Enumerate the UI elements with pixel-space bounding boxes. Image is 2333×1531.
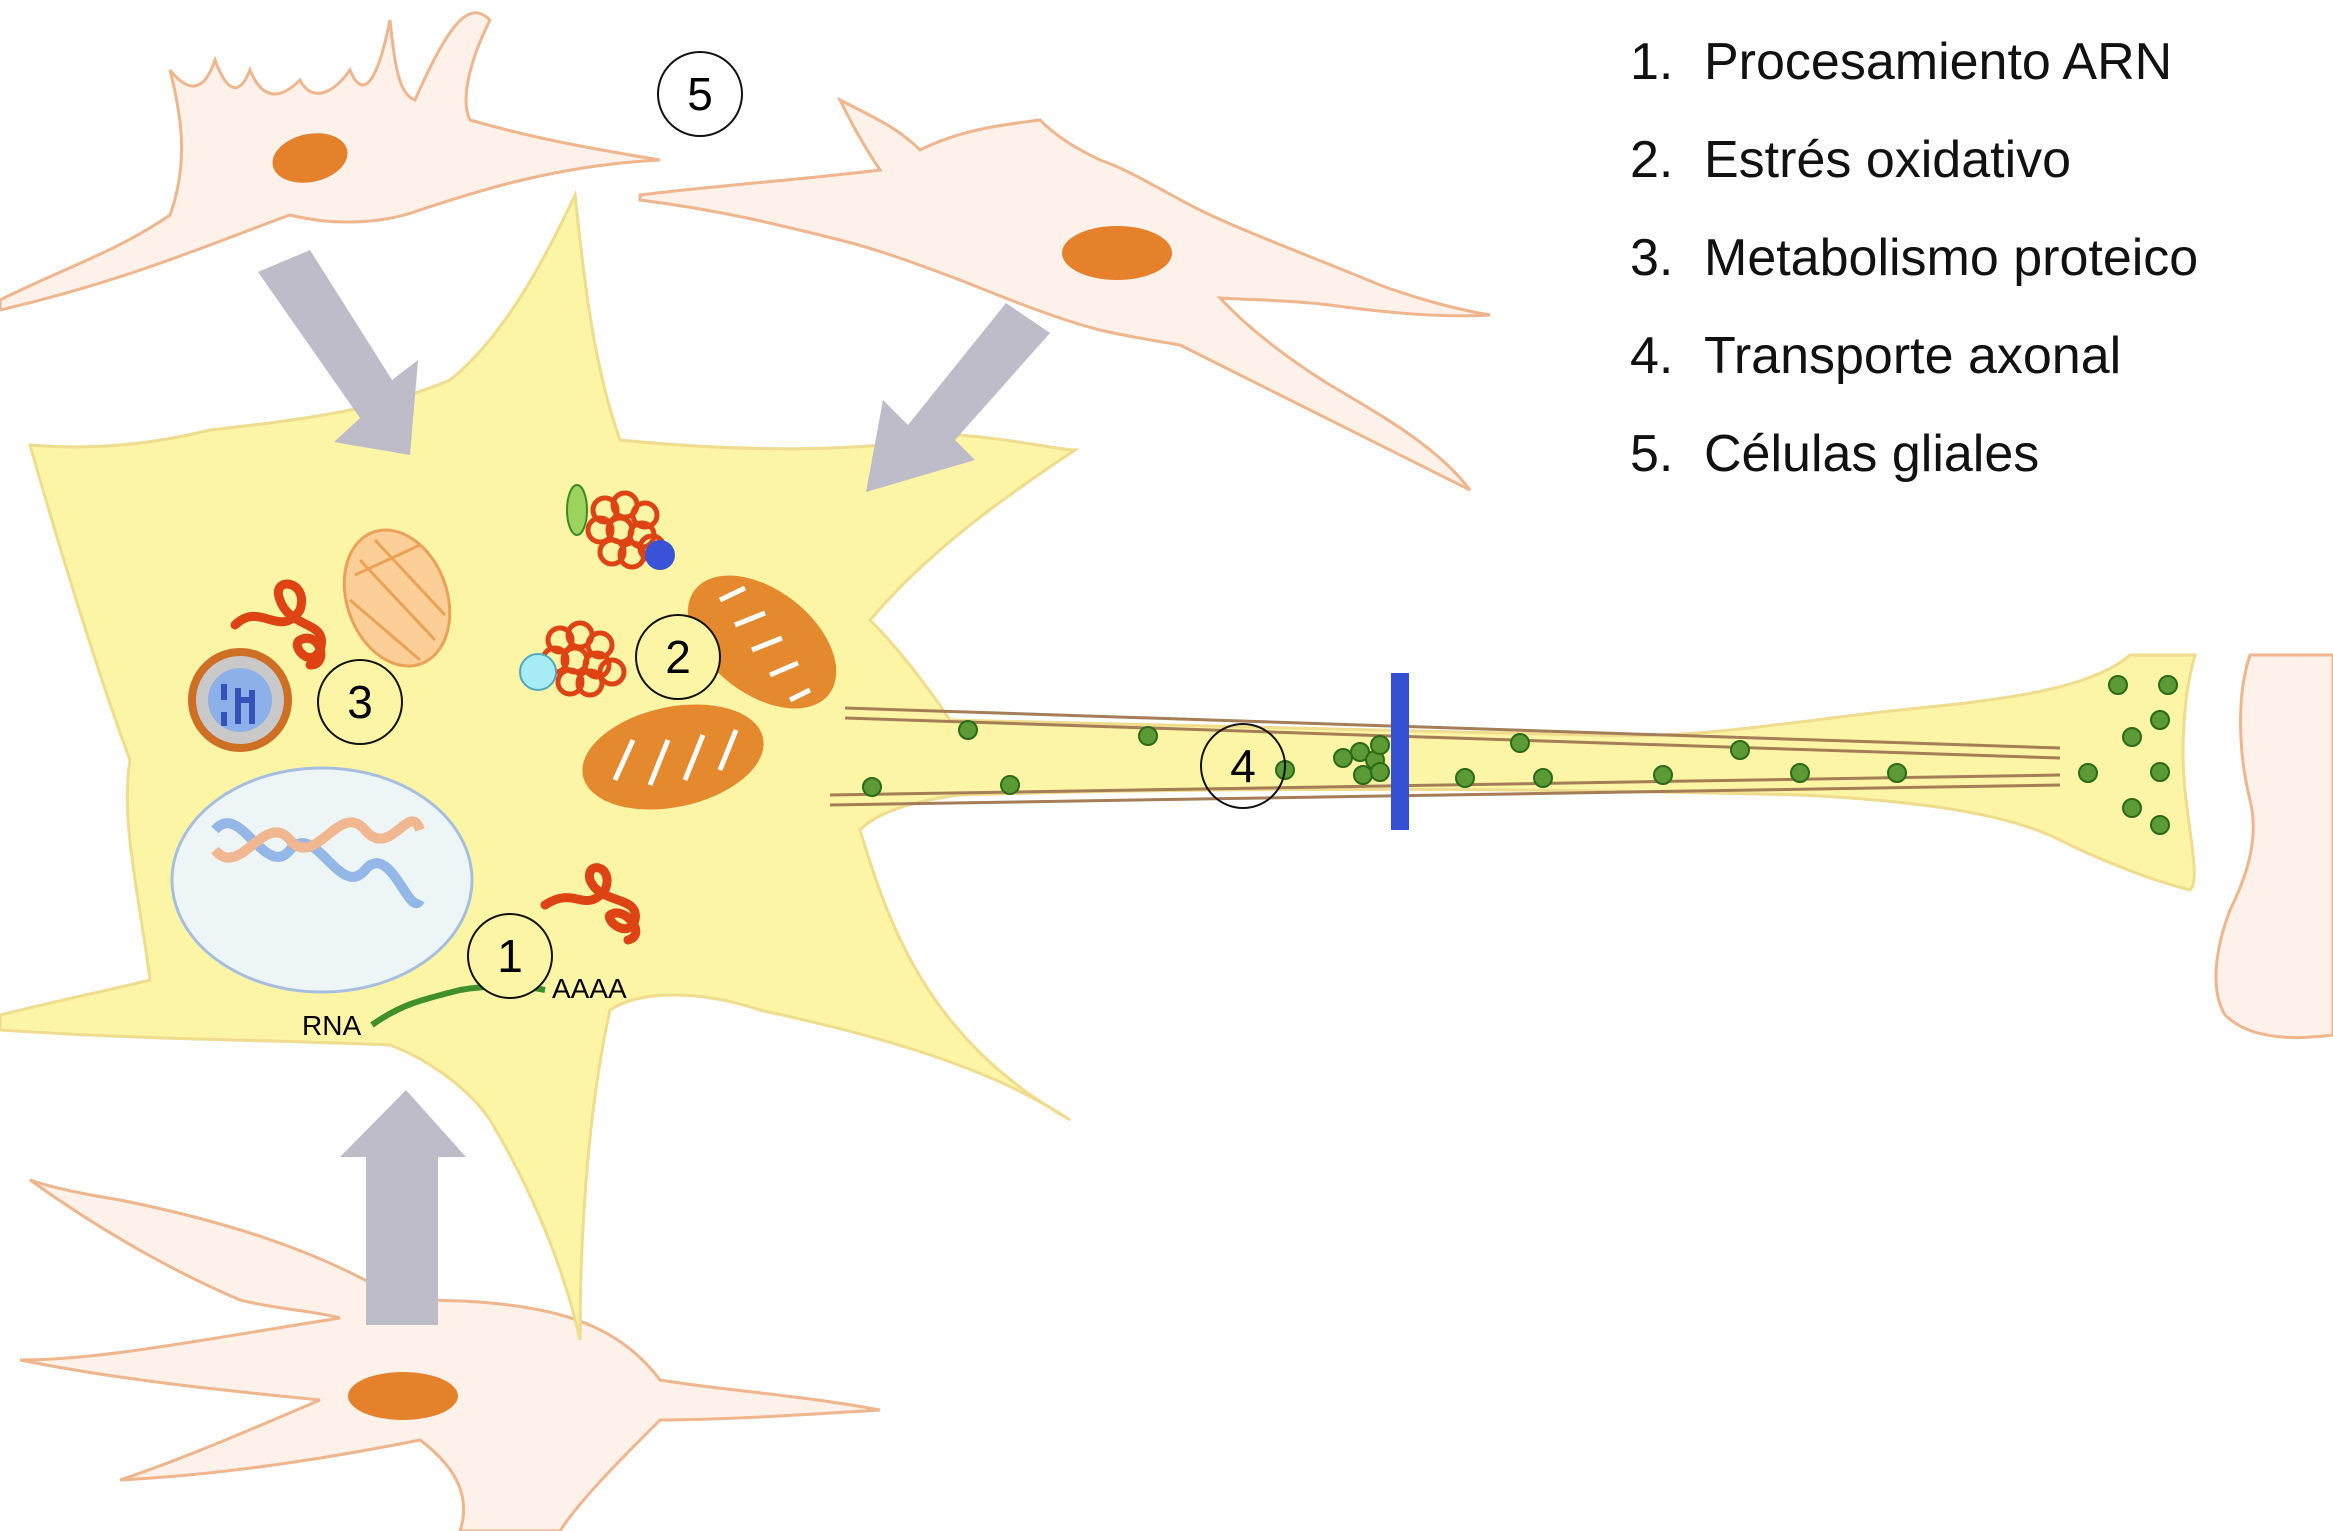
glial-cell-far-right bbox=[2214, 653, 2333, 1040]
glial-cell-body bbox=[638, 96, 1491, 492]
marker-5-label: 5 bbox=[687, 68, 713, 120]
protein-aggregate bbox=[585, 490, 667, 570]
vesicle bbox=[1653, 765, 1673, 785]
vesicle bbox=[1533, 768, 1553, 788]
glia-arrows bbox=[258, 250, 1050, 1325]
legend-item: 2. Estrés oxidativo bbox=[1630, 128, 2198, 226]
cell-nucleus bbox=[170, 766, 474, 994]
axon-fiber bbox=[829, 783, 2061, 807]
axon-fiber bbox=[844, 706, 2061, 750]
marker-4: 4 bbox=[1200, 723, 1286, 809]
autophagosome bbox=[188, 648, 292, 752]
marker-1-label: 1 bbox=[497, 930, 523, 982]
ros-molecule bbox=[519, 653, 557, 691]
axon-fiber bbox=[844, 716, 2061, 760]
mitochondrion bbox=[582, 704, 764, 810]
vesicle bbox=[2122, 798, 2142, 818]
legend: 1. Procesamiento ARN 2. Estrés oxidativo 3… bbox=[1630, 30, 2198, 520]
chaperone-green bbox=[566, 484, 588, 536]
legend-item-label: Procesamiento ARN bbox=[1704, 33, 2173, 91]
vesicle bbox=[1333, 748, 1353, 768]
vesicle bbox=[1510, 733, 1530, 753]
legend-item: 4. Transporte axonal bbox=[1630, 324, 2198, 422]
myelin-band bbox=[1391, 673, 1409, 830]
arrow-bottom bbox=[340, 1090, 466, 1325]
legend-item-label: Metabolismo proteico bbox=[1704, 229, 2199, 287]
arrow-top-right bbox=[866, 303, 1050, 492]
axon-fiber bbox=[829, 773, 2061, 797]
marker-2-label: 2 bbox=[665, 631, 691, 683]
misfolded-protein bbox=[230, 579, 327, 670]
glial-nucleus bbox=[1062, 226, 1172, 280]
legend-item-label: Transporte axonal bbox=[1704, 327, 2122, 385]
arrow-top-left bbox=[258, 250, 418, 455]
vesicle bbox=[1455, 768, 1475, 788]
legend-item-number: 4. bbox=[1630, 327, 1674, 385]
vesicle bbox=[1353, 765, 1373, 785]
marker-3: 3 bbox=[317, 659, 403, 745]
glial-cell-body bbox=[2214, 653, 2333, 1040]
vesicle-group bbox=[862, 675, 2178, 835]
marker-1: 1 bbox=[467, 913, 553, 999]
vesicle bbox=[1370, 762, 1390, 782]
vesicle bbox=[1370, 735, 1390, 755]
vesicle bbox=[1138, 726, 1158, 746]
vesicle bbox=[2150, 815, 2170, 835]
protein-aggregate bbox=[540, 620, 627, 698]
vesicle bbox=[1730, 740, 1750, 760]
vesicle bbox=[1790, 763, 1810, 783]
marker-2: 2 bbox=[635, 614, 721, 700]
glial-cell-body bbox=[19, 1178, 881, 1531]
vesicle bbox=[2150, 710, 2170, 730]
vesicle bbox=[862, 777, 882, 797]
mitochondrion bbox=[687, 575, 837, 709]
legend-item-number: 2. bbox=[1630, 131, 1674, 189]
glial-cell-top-right bbox=[638, 96, 1491, 492]
vesicle bbox=[1000, 775, 1020, 795]
polya-label: AAAA bbox=[552, 973, 627, 1004]
glial-nucleus bbox=[272, 133, 348, 183]
rna-label: RNA bbox=[302, 1010, 361, 1041]
neuron: RNA AAAA bbox=[0, 189, 2197, 1341]
misfolded-protein bbox=[540, 863, 641, 945]
legend-item: 5. Células gliales bbox=[1630, 422, 2198, 520]
vesicle bbox=[1887, 763, 1907, 783]
legend-item-label: Células gliales bbox=[1704, 425, 2040, 483]
legend-item-label: Estrés oxidativo bbox=[1704, 131, 2072, 189]
glial-nucleus bbox=[348, 1372, 458, 1420]
vesicle bbox=[2078, 763, 2098, 783]
vesicle bbox=[2150, 762, 2170, 782]
vesicle bbox=[2122, 727, 2142, 747]
vesicle bbox=[2158, 675, 2178, 695]
legend-item-number: 5. bbox=[1630, 425, 1674, 483]
marker-5: 5 bbox=[657, 51, 743, 137]
legend-item: 1. Procesamiento ARN bbox=[1630, 30, 2198, 128]
neuron-soma bbox=[0, 189, 2197, 1341]
dna-helix bbox=[211, 816, 425, 909]
vesicle bbox=[2108, 675, 2128, 695]
legend-item-number: 3. bbox=[1630, 229, 1674, 287]
vesicle bbox=[958, 720, 978, 740]
legend-item: 3. Metabolismo proteico bbox=[1630, 226, 2198, 324]
marker-3-label: 3 bbox=[347, 676, 373, 728]
glial-cell-bottom bbox=[19, 1178, 881, 1531]
chaperone-blue bbox=[645, 540, 675, 570]
legend-item-number: 1. bbox=[1630, 33, 1674, 91]
marker-4-label: 4 bbox=[1230, 740, 1256, 792]
glial-cell-top-left bbox=[0, 11, 661, 312]
proteasome bbox=[342, 528, 452, 668]
